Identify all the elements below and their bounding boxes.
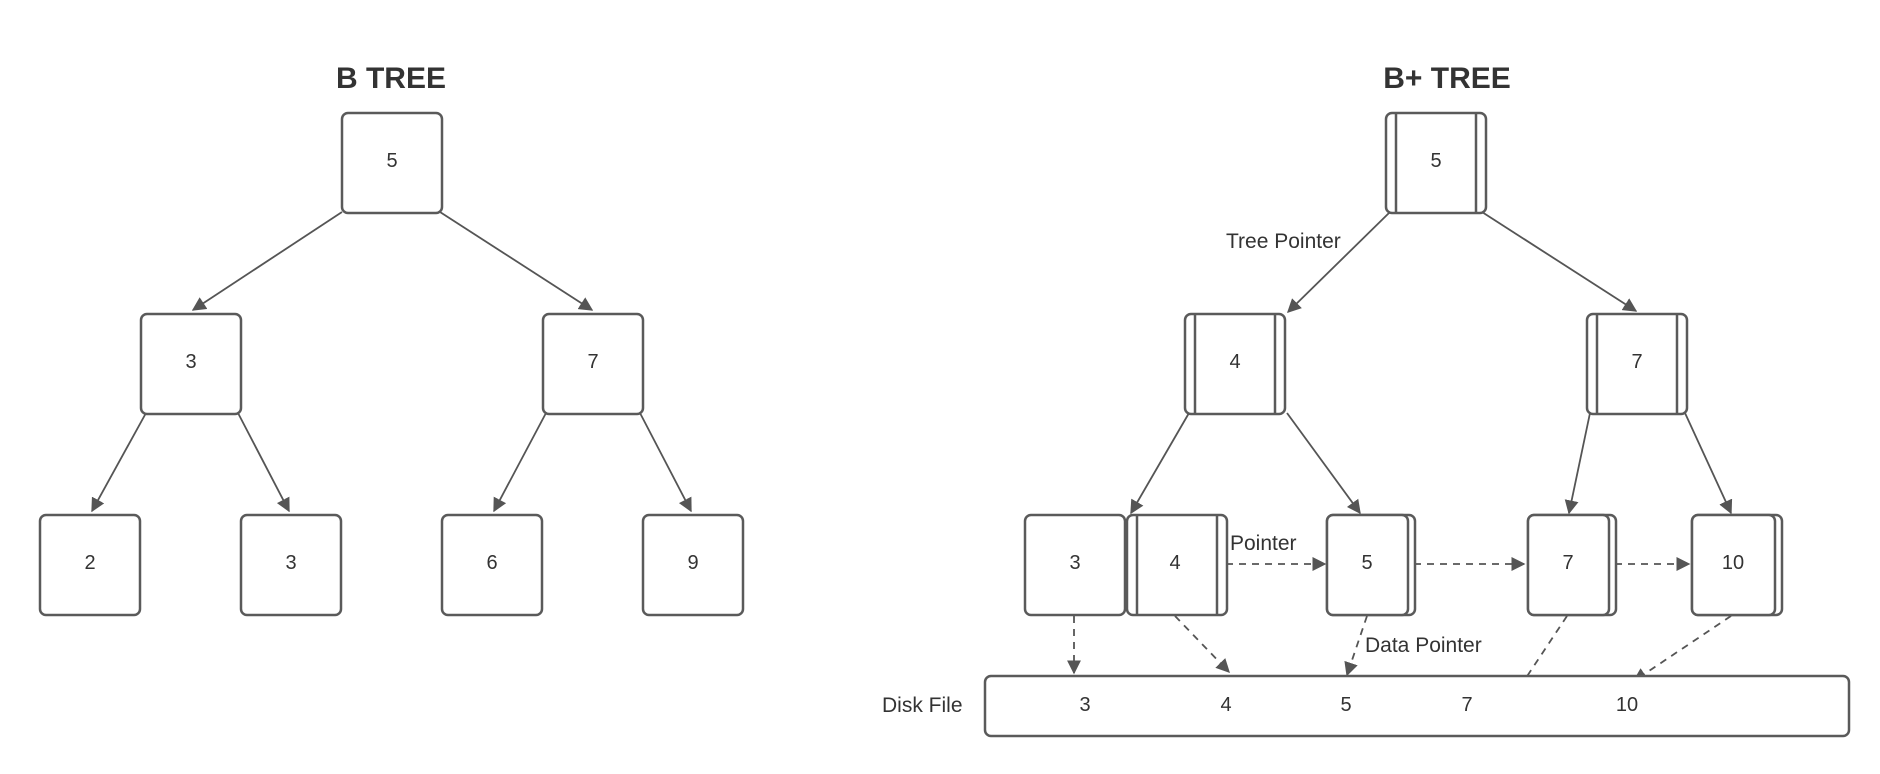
btree-edges (91, 211, 692, 513)
pointer-label: Pointer (1230, 532, 1297, 555)
tree-pointer-label: Tree Pointer (1226, 230, 1341, 253)
bplus-leaf-3: 5 (1325, 513, 1417, 617)
bplus-leaf-1: 3 (1023, 513, 1127, 617)
btree-edge-7-6 (493, 412, 547, 513)
bplus-node-left: 4 (1183, 312, 1287, 416)
btree-title: B TREE (336, 62, 446, 95)
btree-node-right-value: 7 (587, 351, 598, 373)
disk-value-4: 7 (1461, 694, 1472, 716)
btree-edge-root-right (439, 211, 594, 311)
disk-value-3: 5 (1340, 694, 1351, 716)
disk-file-label: Disk File (882, 694, 963, 717)
bplus-tree: B+ TREE 5 (882, 62, 1851, 738)
bplus-root-node: 5 (1384, 111, 1488, 215)
btree-node-left-value: 3 (185, 351, 196, 373)
bplus-edge-7-10 (1684, 412, 1733, 515)
data-pointer-5 (1344, 615, 1368, 677)
bplus-edge-7-7 (1564, 412, 1591, 515)
btree-edge-3-3 (237, 412, 290, 513)
btree-leaf-3-value: 6 (486, 552, 497, 574)
btree-leaf-4-value: 9 (687, 552, 698, 574)
bplus-edge-root-left (1287, 211, 1391, 313)
bplus-node-left-value: 4 (1229, 351, 1240, 373)
bplus-leaf-1-value: 3 (1069, 552, 1080, 574)
bplus-leaf-3-value: 5 (1361, 552, 1372, 574)
disk-value-5: 10 (1616, 694, 1638, 716)
btree-leaf-4: 9 (641, 513, 745, 617)
data-pointer-7 (1507, 615, 1568, 707)
bplus-node-right: 7 (1585, 312, 1689, 416)
btree-edge-root-left (191, 211, 343, 311)
btree-leaf-1-value: 2 (84, 552, 95, 574)
btree-edge-3-2 (91, 412, 147, 513)
bplus-leaf-4-value: 7 (1562, 552, 1573, 574)
disk-value-1: 3 (1079, 694, 1090, 716)
data-pointer-4 (1174, 615, 1230, 674)
bplus-edge-root-right (1481, 211, 1638, 312)
bplus-leaf-5-value: 10 (1722, 552, 1744, 574)
btree-leaf-2: 3 (239, 513, 343, 617)
btree-root-node: 5 (340, 111, 444, 215)
btree-leaf-2-value: 3 (285, 552, 296, 574)
bplus-leaf-5: 10 (1690, 513, 1784, 617)
data-pointer-10 (1632, 615, 1732, 682)
btree: B TREE 5 3 7 2 3 (38, 62, 745, 617)
btree-edge-7-9 (639, 412, 692, 513)
bplus-node-right-value: 7 (1631, 351, 1642, 373)
bplus-edge-4-5 (1286, 412, 1361, 515)
btree-node-right: 7 (541, 312, 645, 416)
bplus-leaf-4: 7 (1526, 513, 1618, 617)
btree-root-value: 5 (386, 150, 397, 172)
bplus-edges (1130, 211, 1733, 515)
btree-leaf-3: 6 (440, 513, 544, 617)
bplus-edge-4-3 (1130, 412, 1190, 515)
disk-file: 3 4 5 7 10 (983, 674, 1851, 738)
bplus-root-value: 5 (1430, 150, 1441, 172)
btree-leaf-1: 2 (38, 513, 142, 617)
bplus-leaf-2: 4 (1125, 513, 1229, 617)
bplus-leaf-2-value: 4 (1169, 552, 1180, 574)
bplus-title: B+ TREE (1383, 62, 1511, 95)
disk-value-2: 4 (1220, 694, 1231, 716)
data-pointer-label: Data Pointer (1365, 634, 1482, 657)
bplus-data-pointers (1067, 615, 1732, 707)
btree-node-left: 3 (139, 312, 243, 416)
